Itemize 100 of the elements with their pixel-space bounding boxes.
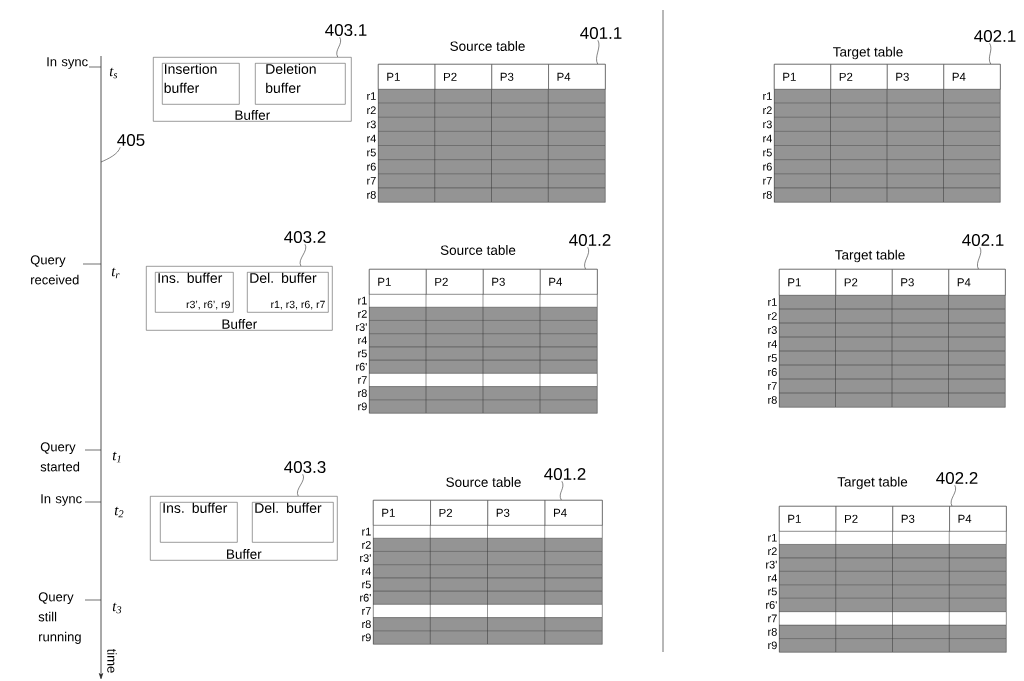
row-label: r5 [763, 148, 772, 157]
row-label: r6' [766, 601, 777, 609]
leader-line [100, 146, 121, 163]
header-cell: P3 [887, 64, 945, 90]
header-cell: P3 [491, 64, 549, 90]
time-symbol: t$_{1}$ [112, 451, 121, 463]
leader-line [336, 36, 341, 58]
row-label: r1 [367, 92, 376, 100]
header-cell: P3 [487, 500, 546, 526]
table-title: Source table [450, 41, 525, 51]
header-cell: P3 [483, 269, 541, 295]
row-label: r1 [362, 527, 371, 536]
reference-numeral: 401.1 [580, 27, 622, 40]
header-cell: P4 [949, 506, 1007, 532]
row-label: r8 [362, 620, 371, 629]
table-title: Target table [835, 249, 905, 263]
header-cell: P4 [943, 64, 1001, 90]
axis-label: time [107, 648, 117, 673]
event-label: Query started [40, 442, 80, 472]
row-label: r7 [768, 614, 777, 623]
row-label: r6' [360, 593, 371, 602]
table-title: Source table [446, 477, 521, 487]
row-label: r5 [358, 349, 367, 358]
row-label: r2 [763, 106, 772, 115]
row-label: r9 [768, 641, 777, 650]
inner-buffer-box: Ins. buffer [160, 502, 238, 543]
header-cell: P1 [378, 64, 436, 90]
reference-numeral: 403.3 [284, 461, 326, 474]
table-title: Source table [440, 245, 516, 255]
row-label: r7 [358, 376, 367, 384]
row-label: r8 [768, 396, 777, 404]
table-title: Target table [837, 476, 908, 490]
row-label: r6 [763, 162, 772, 171]
row-label: r8 [763, 191, 772, 199]
leader-line [977, 246, 982, 270]
header-cell: P4 [540, 269, 598, 295]
reference-numeral: 401.2 [569, 234, 611, 247]
header-cell: P4 [948, 269, 1006, 296]
reference-numeral: 403.1 [325, 24, 367, 37]
header-cell: P3 [892, 269, 950, 296]
row-label: r4 [763, 134, 772, 143]
header-cell: P3 [892, 506, 950, 532]
leader-line [596, 39, 600, 65]
row-label: r1 [768, 298, 777, 306]
row-label: r8 [367, 191, 376, 199]
leader-line [584, 246, 589, 270]
row-label: r7 [763, 177, 772, 185]
row-label: r1 [768, 533, 777, 542]
row-label: r4 [358, 336, 367, 345]
header-cell: P2 [430, 500, 489, 526]
event-label: In sync [41, 494, 82, 506]
reference-numeral: 405 [117, 134, 145, 147]
row-label: r8 [358, 389, 367, 398]
header-cell: P4 [544, 500, 603, 526]
reference-numeral: 402.1 [962, 234, 1004, 247]
row-label: r3 [763, 120, 772, 129]
row-label: r2 [367, 106, 376, 115]
header-cell: P1 [369, 269, 427, 295]
time-symbol: t$_{2}$ [114, 506, 124, 518]
row-label: r5 [362, 580, 371, 589]
row-label: r1 [358, 296, 367, 305]
time-symbol: t$_{3}$ [112, 602, 122, 614]
row-label: r3' [766, 560, 777, 569]
row-label: r9 [358, 402, 367, 411]
row-label: r9 [362, 633, 371, 642]
row-label: r4 [362, 567, 371, 576]
row-label: r6' [356, 362, 367, 371]
row-label: r5 [768, 354, 777, 362]
row-label: r2 [362, 541, 371, 549]
header-cell: P1 [779, 506, 837, 532]
row-label: r5 [367, 148, 376, 157]
table-title: Target table [833, 46, 903, 60]
inner-buffer-box: Del. buffer r1, r3, r6, r7 [247, 272, 329, 313]
row-label: r8 [768, 627, 777, 636]
row-label: r3' [356, 323, 367, 331]
leader-line [299, 243, 307, 267]
row-label: r6 [768, 368, 777, 376]
reference-numeral: 401.2 [544, 468, 586, 481]
row-label: r3 [768, 326, 777, 334]
header-cell: P1 [779, 269, 837, 296]
row-label: r5 [768, 587, 777, 596]
time-symbol: t$_{s}$ [109, 67, 118, 79]
row-label: r2 [768, 312, 777, 320]
row-label: r7 [362, 607, 371, 615]
header-cell: P1 [373, 500, 431, 526]
row-label: r4 [367, 134, 376, 143]
header-cell: P2 [426, 269, 484, 295]
inner-buffer-box: Deletion buffer [255, 63, 346, 105]
header-cell: P2 [830, 64, 888, 90]
row-label: r7 [768, 382, 777, 390]
row-label: r7 [367, 177, 376, 185]
leader-line [297, 473, 304, 497]
row-label: r4 [768, 340, 777, 348]
inner-buffer-box: Del. buffer [252, 502, 334, 543]
leader-line [950, 484, 956, 507]
row-label: r3' [360, 554, 371, 562]
row-label: r2 [768, 547, 777, 555]
row-label: r3 [367, 120, 376, 129]
inner-buffer-box: Ins. buffer r3’, r6’, r9 [155, 272, 234, 313]
row-label: r4 [768, 574, 777, 582]
